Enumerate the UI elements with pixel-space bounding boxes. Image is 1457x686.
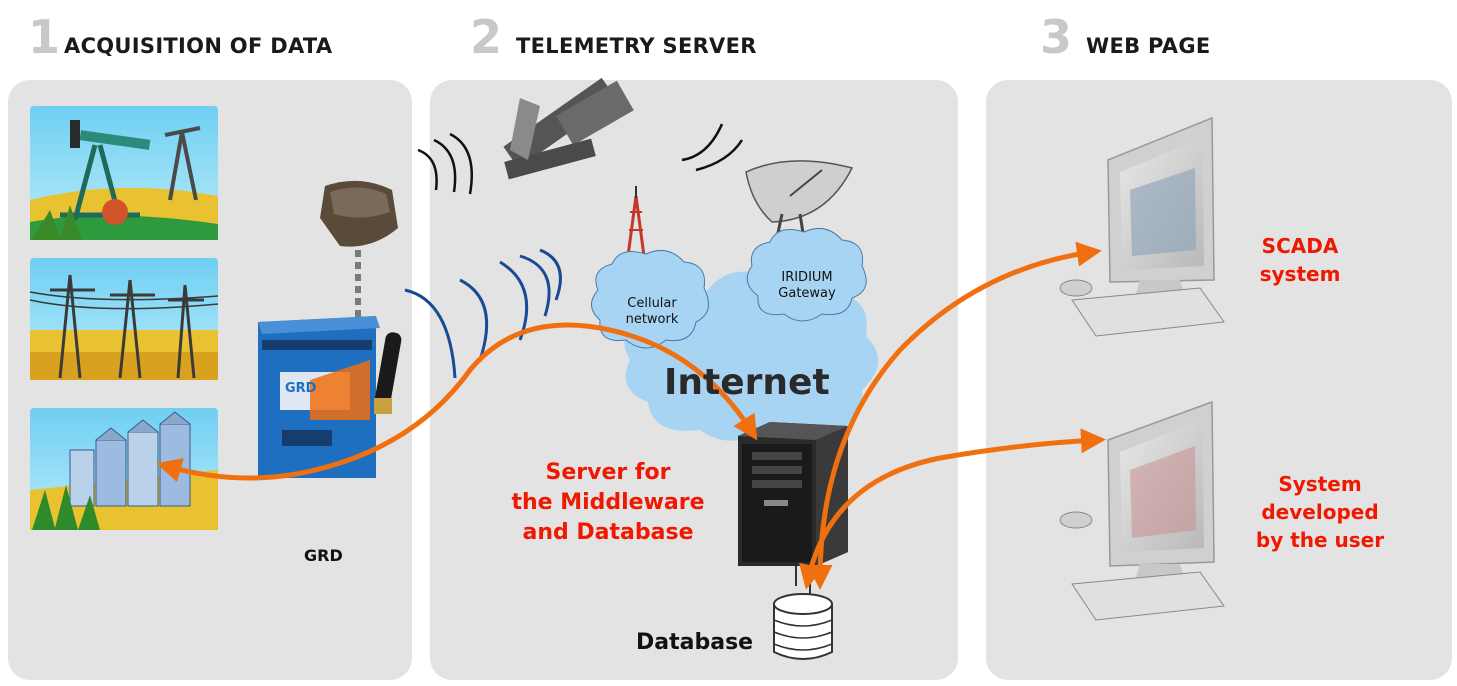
user-system-line-3: by the user (1255, 528, 1385, 552)
iridium-line-2: Gateway (778, 286, 836, 301)
scada-line-2: system (1259, 262, 1341, 286)
database-label: Database (636, 630, 754, 655)
cellular-line-1: Cellular (627, 296, 677, 311)
silo-illustration (30, 408, 218, 530)
satellite-signal-waves (417, 123, 744, 195)
iridium-line-1: IRIDIUM (781, 270, 833, 285)
cellular-line-2: network (625, 312, 679, 327)
iridium-gateway-label: IRIDIUM Gateway (758, 270, 856, 302)
user-system-line-2: developed (1261, 500, 1379, 524)
step-1-label: ACQUISITION OF DATA (64, 34, 333, 58)
step-3-label: WEB PAGE (1086, 34, 1211, 58)
cellular-cloud (591, 249, 709, 349)
scada-workstation-icon (1059, 116, 1225, 337)
step-2-label: TELEMETRY SERVER (516, 34, 757, 58)
user-system-label: System developed by the user (1250, 470, 1390, 554)
data-flow-arrows (156, 241, 1106, 590)
database-to-scada-arrow (807, 241, 1102, 590)
power-line-illustration (29, 258, 219, 380)
database-to-user-arrow (799, 428, 1106, 590)
device-to-server-arrow (156, 322, 758, 483)
scada-line-1: SCADA (1261, 234, 1339, 258)
step-3-number: 3 (1040, 10, 1073, 64)
scada-label: SCADA system (1240, 232, 1360, 288)
step-1-header: 1 ACQUISITION OF DATA (28, 14, 332, 60)
grd-label: GRD (304, 546, 343, 565)
internet-label: Internet (664, 362, 830, 403)
server-label-line-1: Server for (545, 460, 671, 485)
grd-face-label: GRD (285, 381, 317, 396)
user-workstation-icon (1059, 400, 1225, 621)
cellular-network-label: Cellular network (604, 296, 700, 328)
database-icon (773, 566, 833, 660)
server-label: Server for the Middleware and Database (490, 458, 726, 548)
step-3-header: 3 WEB PAGE (1040, 14, 1211, 60)
oil-pump-illustration (30, 106, 218, 240)
server-label-line-3: and Database (522, 520, 694, 545)
step-1-number: 1 (28, 10, 61, 64)
server-label-line-2: the Middleware (511, 490, 705, 515)
step-2-header: 2 TELEMETRY SERVER (470, 14, 757, 60)
server-tower-icon (738, 422, 848, 566)
satellite-icon (503, 77, 634, 180)
gps-antenna-icon (320, 180, 398, 340)
user-system-line-1: System (1278, 472, 1362, 496)
grd-device-icon: GRD (258, 316, 402, 478)
step-2-number: 2 (470, 10, 503, 64)
